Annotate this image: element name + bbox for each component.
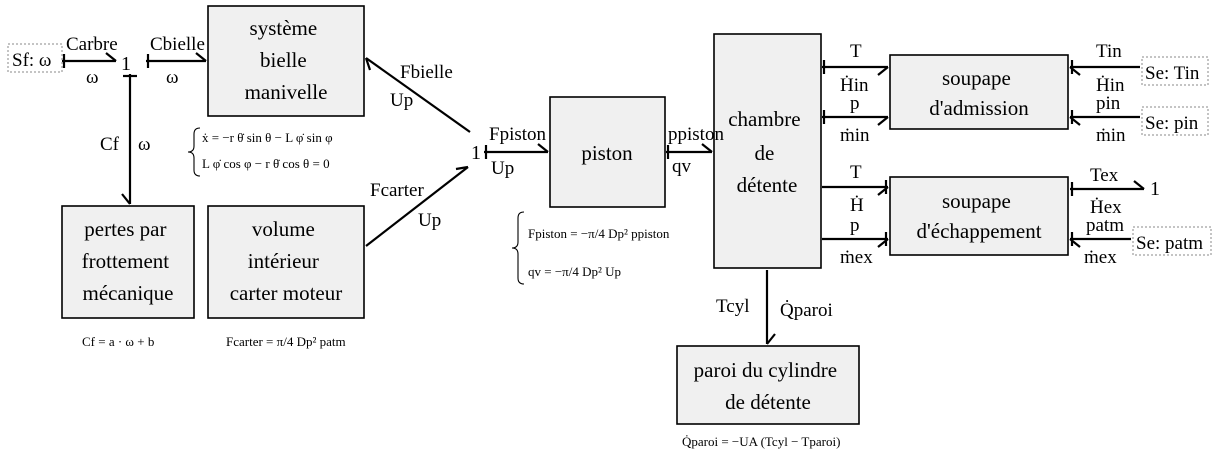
bielle-manivelle-text: système bielle manivelle — [245, 16, 328, 104]
label-t-cyl: Tcyl — [716, 296, 750, 317]
label-hdot-ex-src: Ḣex — [1090, 197, 1122, 218]
equation-fcarter: Fcarter = π/4 Dp² patm — [226, 334, 346, 349]
label-up-3: Up — [491, 158, 514, 179]
source-se-patm-box — [1132, 226, 1212, 256]
label-hdot-ech: Ḣ — [850, 195, 864, 216]
bond-junction-pertes — [121, 74, 137, 205]
label-omega-2: ω — [166, 67, 179, 88]
chambre-detente-text: chambre de détente — [728, 107, 806, 197]
bond-chambre-ech-pressure — [822, 232, 889, 248]
label-t-ex-src: Tex — [1090, 165, 1119, 186]
label-p-in-src: pin — [1096, 93, 1121, 114]
volume-carter-text: volume intérieur carter moteur — [230, 217, 343, 305]
soupape-admission-text: soupape d'admission — [929, 66, 1029, 120]
label-c-arbre: Carbre — [66, 34, 118, 55]
bond-junction-piston — [484, 143, 549, 159]
equation-cf: Cf = a · ω + b — [82, 334, 154, 349]
label-mdot-in-src: ṁin — [1096, 125, 1126, 146]
label-c-bielle: Cbielle — [150, 34, 205, 55]
equation-kinematics: ẋ = −r θ̇ sin θ − L φ̇ sin φ L φ̇ cos φ … — [187, 127, 333, 177]
paroi-cylindre-text: paroi du cylindre de détente — [694, 358, 843, 414]
label-hdot-in: Ḣin — [840, 75, 869, 96]
label-p-ech: p — [850, 215, 860, 236]
bond-bielle-junction — [364, 57, 471, 133]
source-se-pin-box — [1141, 106, 1209, 136]
equation-kin-1: ẋ = −r θ̇ sin θ − L φ̇ sin φ — [202, 130, 333, 145]
equation-qparoi: Q̇paroi = −UA (Tcyl − Tparoi) — [682, 434, 840, 449]
label-mdot-ex-src: ṁex — [1084, 247, 1117, 268]
label-c-f: Cf — [100, 134, 120, 155]
label-mdot-in: ṁin — [840, 125, 870, 146]
piston-text: piston — [581, 141, 633, 165]
label-p-atm: patm — [1086, 215, 1124, 236]
bond-chambre-adm-pressure — [822, 110, 889, 126]
source-se-tin-label: Se: Tin — [1145, 63, 1200, 84]
source-se-tin-box — [1141, 56, 1209, 86]
bond-junction-bielle — [146, 52, 207, 68]
label-t-ech: T — [850, 162, 862, 183]
pertes-frottement-text: pertes par frottement mécanique — [82, 217, 175, 305]
equation-qv: qv = −π/4 Dp² Up — [528, 264, 621, 279]
label-qv: qv — [672, 156, 692, 177]
label-f-carter: Fcarter — [370, 180, 424, 201]
bond-se-tin-adm — [1069, 60, 1140, 76]
label-q-paroi: Q̇paroi — [780, 298, 833, 321]
bielle-manivelle-box — [207, 5, 365, 117]
label-omega-3: ω — [138, 134, 151, 155]
pertes-frottement-box — [61, 205, 195, 319]
label-hdot-in-src: Ḣin — [1096, 75, 1125, 96]
soupape-echappement-text: soupape d'échappement — [916, 189, 1041, 243]
bond-piston-chambre — [666, 143, 713, 159]
label-up-1: Up — [390, 90, 413, 111]
junction-1-mid: 1 — [471, 142, 481, 164]
equation-kin-2: L φ̇ cos φ − r θ̇ cos θ = 0 — [202, 156, 330, 171]
label-f-bielle: Fbielle — [400, 62, 453, 83]
equation-piston: Fpiston = −π/4 Dp² ppiston qv = −π/4 Dp²… — [511, 211, 670, 285]
label-t-adm: T — [850, 41, 862, 62]
soupape-echappement-box — [889, 176, 1069, 256]
paroi-cylindre-box — [676, 345, 860, 425]
source-se-pin-label: Se: pin — [1145, 113, 1199, 134]
source-sf-box — [7, 43, 63, 73]
label-mdot-ex: ṁex — [840, 247, 873, 268]
volume-carter-box — [207, 205, 365, 319]
junction-1-right: 1 — [1150, 178, 1160, 200]
label-t-in-src: Tin — [1096, 41, 1122, 62]
soupape-admission-box — [889, 54, 1069, 130]
junction-1-left: 1 — [121, 53, 131, 75]
equation-fpiston: Fpiston = −π/4 Dp² ppiston — [528, 226, 670, 241]
label-p-piston: ppiston — [668, 124, 724, 145]
bond-ech-junction — [1070, 180, 1145, 196]
bond-volume-junction — [365, 165, 469, 247]
bond-chambre-paroi — [765, 270, 776, 345]
label-omega-1: ω — [86, 67, 99, 88]
piston-box — [549, 96, 666, 208]
bond-sf-junction — [62, 52, 117, 68]
bond-se-pin-adm — [1069, 110, 1140, 126]
bond-se-patm-ech — [1069, 232, 1131, 248]
source-sf-label: Sf: ω — [12, 50, 51, 71]
bond-chambre-ech-thermal — [822, 180, 889, 196]
source-se-patm-label: Se: patm — [1136, 233, 1203, 254]
label-p-adm: p — [850, 93, 860, 114]
label-f-piston: Fpiston — [489, 124, 547, 145]
label-up-2: Up — [418, 210, 441, 231]
chambre-detente-box — [713, 33, 822, 269]
bond-chambre-adm-thermal — [822, 60, 889, 76]
